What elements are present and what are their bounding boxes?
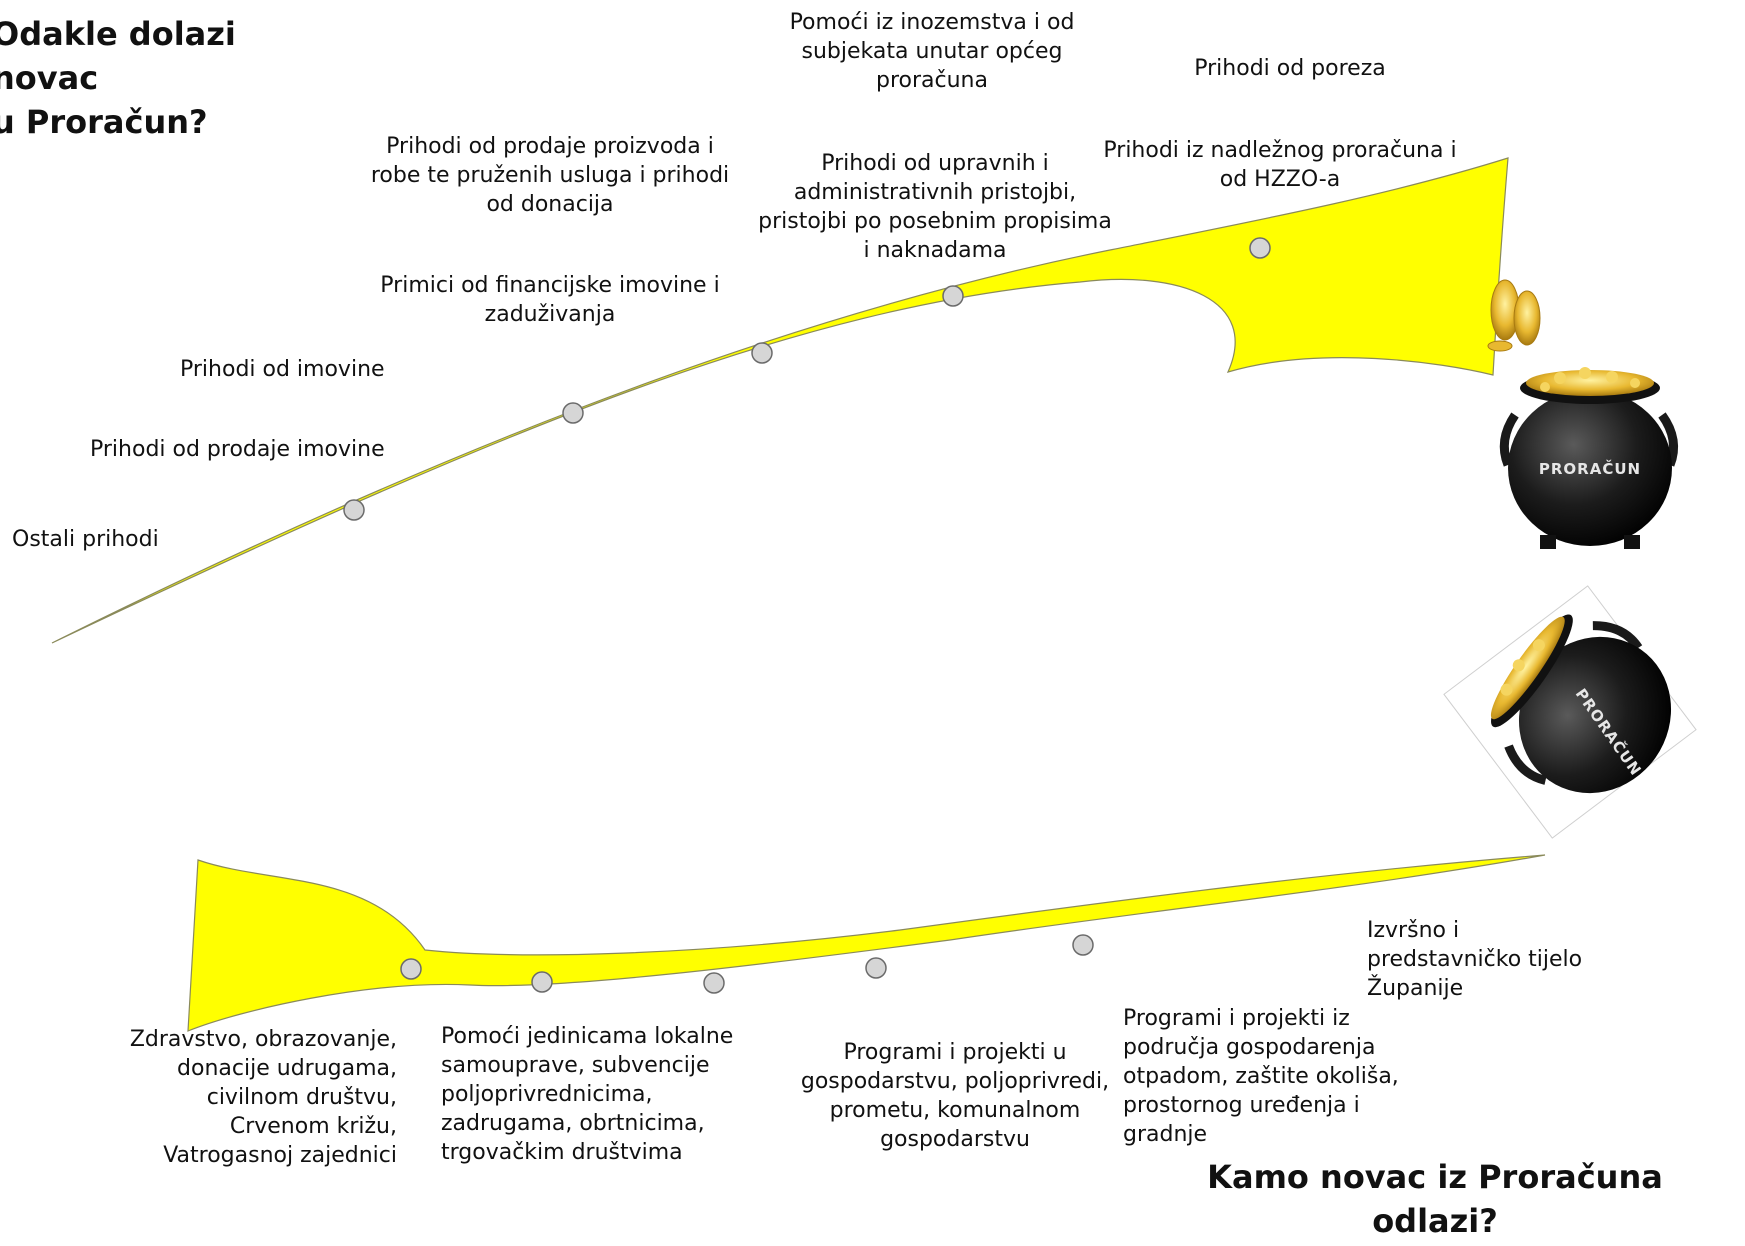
- expenditure-title: Kamo novac iz Proračuna odlazi?: [1207, 1158, 1663, 1240]
- income-item-financijska-imovina: Primici od financijske imovine i zaduživ…: [380, 273, 720, 327]
- income-item-pomoci-iz-inozemstva: Pomoći iz inozemstva i od subjekata unut…: [789, 10, 1075, 93]
- expenditure-node-4: [531, 971, 553, 993]
- income-node-3: [751, 342, 773, 364]
- expenditure-node-2: [865, 957, 887, 979]
- income-item-prodaja-proizvoda: Prihodi od prodaje proizvoda i robe te p…: [370, 134, 730, 217]
- expenditure-arrow: [187, 854, 1546, 1032]
- income-node-1: [343, 499, 365, 521]
- income-node-2: [562, 402, 584, 424]
- gold-coins-icon: [1487, 279, 1541, 352]
- income-item-upravne-pristojbe: Prihodi od upravnih i administrativnih p…: [758, 151, 1112, 263]
- income-title: Odakle dolazi novac u Proračun?: [0, 15, 236, 141]
- pot-label: PRORAČUN: [1538, 460, 1642, 478]
- expenditure-node-3: [703, 972, 725, 994]
- income-node-5: [1249, 237, 1271, 259]
- expenditure-item-pomoci-jedinicama: Pomoći jedinicama lokalne samouprave, su…: [441, 1024, 734, 1165]
- pouring-pot-icon: [1490, 614, 1672, 794]
- income-item-nadlezni-proracun: Prihodi iz nadležnog proračuna i od HZZO…: [1103, 138, 1457, 192]
- expenditure-item-gospodarenje-otpadom: Programi i projekti iz područja gospodar…: [1123, 1006, 1399, 1147]
- income-item-prodaja-imovine: Prihodi od prodaje imovine: [90, 437, 385, 462]
- budget-pot-icon: [1499, 367, 1679, 549]
- income-node-4: [942, 285, 964, 307]
- income-item-prihodi-od-poreza: Prihodi od poreza: [1194, 56, 1386, 81]
- income-arrow: [51, 157, 1509, 644]
- expenditure-item-izvrsno-tijelo: Izvršno i predstavničko tijelo Županije: [1367, 918, 1583, 1001]
- expenditure-item-programi-gospodarstvo: Programi i projekti u gospodarstvu, polj…: [800, 1040, 1110, 1152]
- expenditure-node-1: [1072, 934, 1094, 956]
- expenditure-item-zdravstvo: Zdravstvo, obrazovanje, donacije udrugam…: [129, 1027, 397, 1168]
- expenditure-node-5: [400, 958, 422, 980]
- income-item-ostali-prihodi: Ostali prihodi: [12, 527, 159, 552]
- income-item-prihodi-od-imovine: Prihodi od imovine: [180, 357, 385, 382]
